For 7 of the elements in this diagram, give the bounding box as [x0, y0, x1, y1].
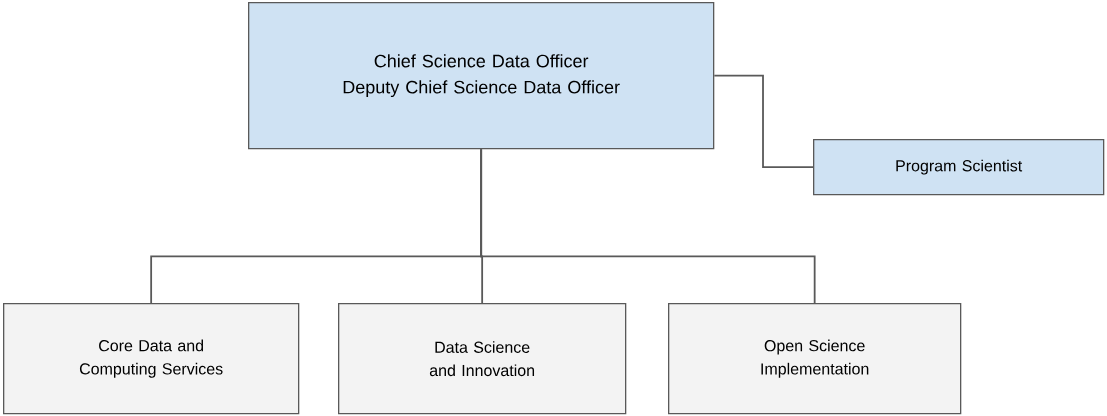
title-box: Chief Science Data Officer Deputy Chief Science Data Officer — [248, 2, 715, 150]
connector-line — [480, 148, 816, 304]
role-box: Open Science Implementation — [668, 303, 962, 415]
connector-line — [713, 74, 814, 169]
role-box: Data Science and Innovation — [338, 303, 627, 415]
role-box: Program Scientist — [813, 139, 1105, 196]
role-box: Core Data and Computing Services — [3, 303, 300, 415]
